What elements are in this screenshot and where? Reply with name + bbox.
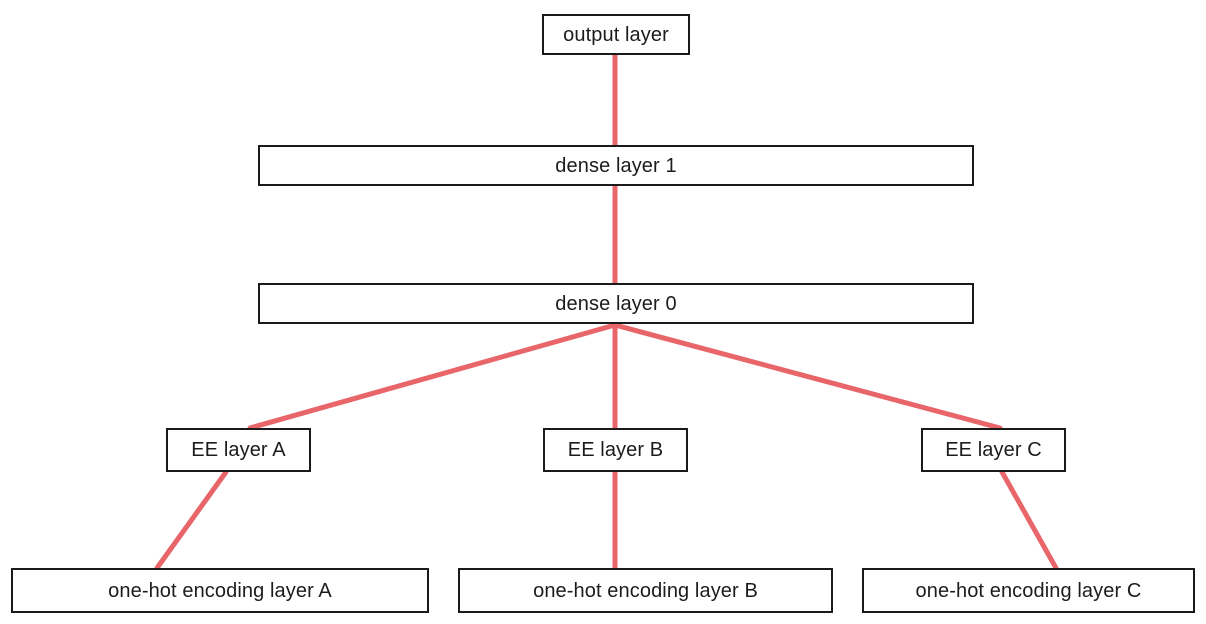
node-label: output layer (563, 23, 669, 46)
node-output-layer[interactable]: output layer (542, 14, 690, 55)
node-label: dense layer 0 (555, 292, 677, 315)
node-ee-layer-c[interactable]: EE layer C (921, 428, 1066, 472)
node-one-hot-encoding-layer-c[interactable]: one-hot encoding layer C (862, 568, 1195, 613)
edge-onehota-eea (154, 469, 229, 571)
edge-onehotc-eec (999, 469, 1059, 571)
node-one-hot-encoding-layer-a[interactable]: one-hot encoding layer A (11, 568, 429, 613)
node-ee-layer-a[interactable]: EE layer A (166, 428, 311, 472)
node-dense-layer-0[interactable]: dense layer 0 (258, 283, 974, 324)
node-label: one-hot encoding layer A (108, 579, 332, 602)
edge-eec-dense0 (612, 322, 1003, 431)
node-label: EE layer B (567, 439, 664, 461)
node-label: one-hot encoding layer C (915, 579, 1142, 602)
node-dense-layer-1[interactable]: dense layer 1 (258, 145, 974, 186)
node-label: dense layer 1 (555, 154, 677, 177)
node-one-hot-encoding-layer-b[interactable]: one-hot encoding layer B (458, 568, 833, 613)
node-label: EE layer A (191, 439, 286, 461)
node-label: one-hot encoding layer B (533, 579, 758, 602)
node-ee-layer-b[interactable]: EE layer B (543, 428, 688, 472)
edge-eea-dense0 (247, 322, 618, 431)
node-label: EE layer C (945, 439, 1042, 461)
